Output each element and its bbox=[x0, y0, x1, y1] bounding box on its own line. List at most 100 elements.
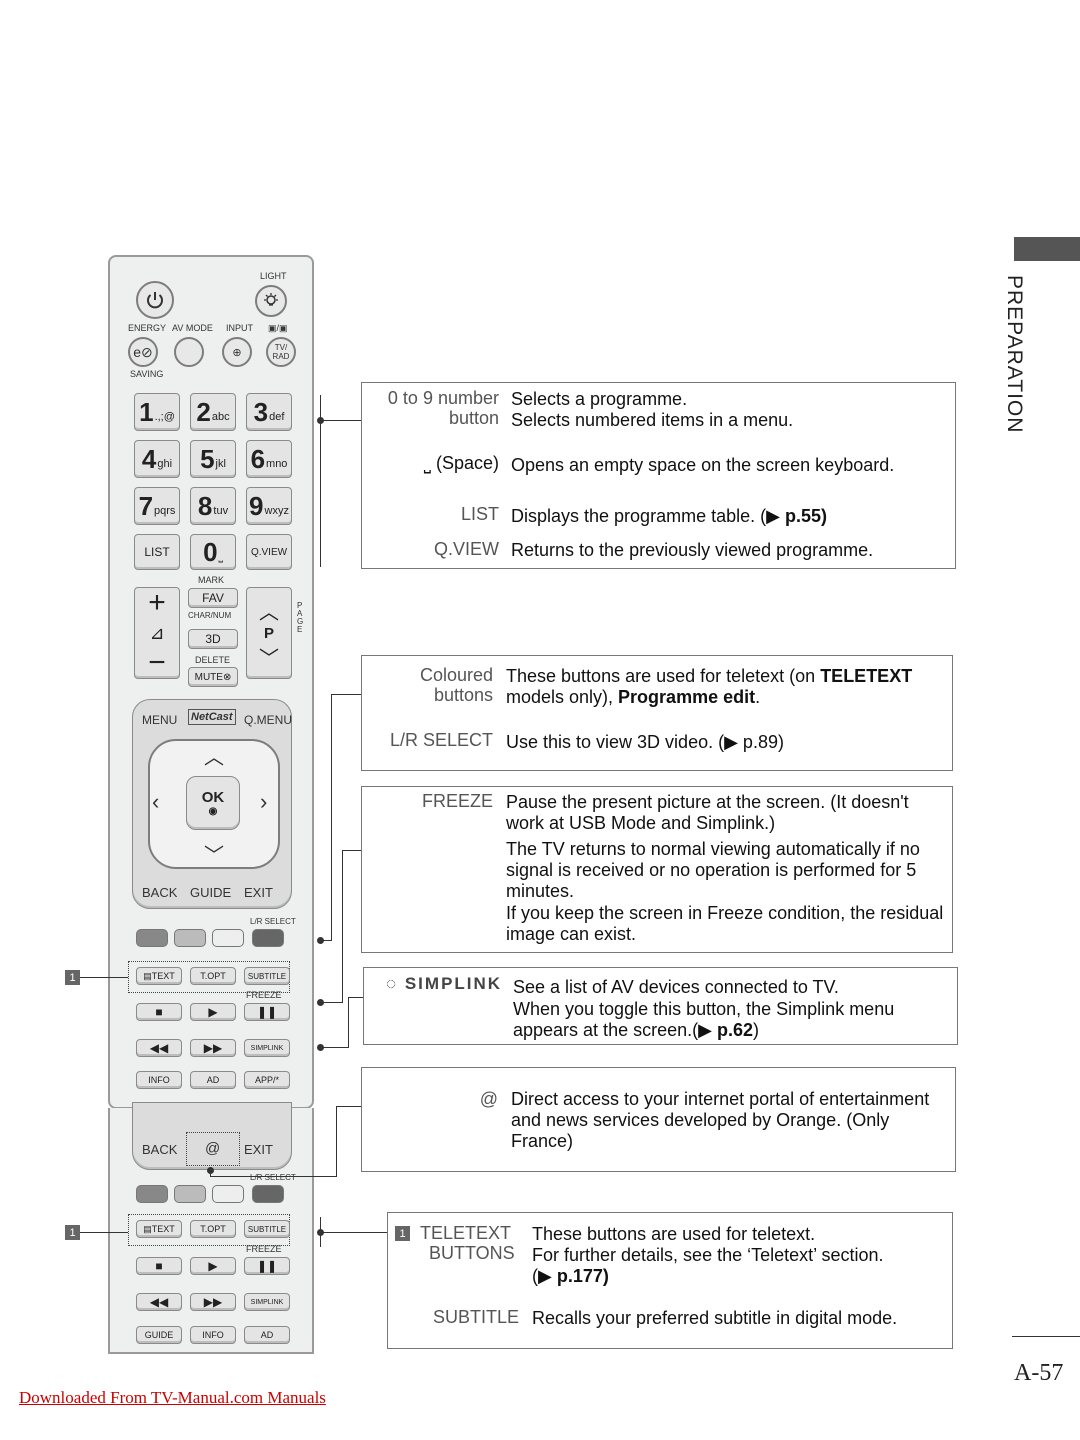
desc-qview: Returns to the previously viewed program… bbox=[511, 540, 874, 560]
arrow-down-icon[interactable]: ﹀ bbox=[204, 845, 224, 867]
ad-button-variant[interactable]: AD bbox=[244, 1326, 290, 1344]
info-button-variant[interactable]: INFO bbox=[190, 1326, 236, 1344]
connector-line bbox=[336, 1106, 362, 1107]
tv-rad-button[interactable]: TV/ RAD bbox=[266, 337, 296, 367]
space-icon: ⎵ bbox=[218, 550, 223, 563]
back-button-variant[interactable]: BACK bbox=[142, 1142, 178, 1157]
at-button[interactable]: @ bbox=[205, 1140, 221, 1157]
app-button[interactable]: APP/* bbox=[244, 1071, 290, 1089]
section-label: PREPARATION bbox=[1003, 275, 1026, 434]
stop-button[interactable]: ■ bbox=[136, 1003, 182, 1021]
play-button-variant[interactable]: ▶ bbox=[190, 1257, 236, 1275]
connector-line bbox=[320, 940, 332, 941]
term-list: LIST bbox=[460, 504, 499, 524]
connector-dot bbox=[317, 999, 324, 1006]
blue-button-variant[interactable] bbox=[252, 1185, 284, 1203]
green-button-variant[interactable] bbox=[174, 1185, 206, 1203]
play-button[interactable]: ▶ bbox=[190, 1003, 236, 1021]
callout-1-lower: 1 bbox=[65, 1225, 80, 1240]
pause-button-variant[interactable]: ❚❚ bbox=[244, 1257, 290, 1275]
mute-button[interactable]: MUTE⊗ bbox=[188, 667, 238, 687]
info-box-teletext bbox=[387, 1212, 953, 1349]
fast-forward-button-variant[interactable]: ▶▶ bbox=[190, 1293, 236, 1311]
topt-button-variant[interactable]: T.OPT bbox=[190, 1220, 236, 1238]
page-label: PAGE bbox=[297, 601, 304, 634]
connector-line bbox=[331, 694, 362, 695]
footer-rule bbox=[1012, 1336, 1080, 1337]
freeze-label: FREEZE bbox=[246, 990, 282, 1000]
netcast-button[interactable]: NetCast bbox=[188, 709, 236, 725]
freeze-label-variant: FREEZE bbox=[246, 1244, 282, 1254]
rewind-icon: ◀◀ bbox=[149, 1041, 169, 1055]
desc-teletext: These buttons are used for teletext.For … bbox=[532, 1224, 884, 1287]
menu-button[interactable]: MENU bbox=[142, 713, 178, 727]
key-1[interactable]: 1.,;@ bbox=[134, 393, 180, 431]
bulb-icon bbox=[264, 293, 278, 306]
leaf-icon: e⊘ bbox=[133, 343, 153, 360]
av-mode-button[interactable] bbox=[174, 337, 204, 367]
input-button[interactable]: ⊕ bbox=[222, 337, 252, 367]
yellow-button-variant[interactable] bbox=[212, 1185, 244, 1203]
green-button[interactable] bbox=[174, 929, 206, 947]
rewind-button[interactable]: ◀◀ bbox=[136, 1039, 182, 1057]
subtitle-button-variant[interactable]: SUBTITLE bbox=[244, 1220, 290, 1238]
source-link[interactable]: Downloaded From TV-Manual.com Manuals bbox=[19, 1388, 326, 1407]
exit-button[interactable]: EXIT bbox=[244, 885, 273, 900]
qview-button[interactable]: Q.VIEW bbox=[246, 534, 292, 570]
term-space: ⎵ (Space) bbox=[423, 453, 499, 473]
key-0-space[interactable]: 0⎵ bbox=[190, 534, 236, 570]
topt-button[interactable]: T.OPT bbox=[190, 967, 236, 985]
3d-button[interactable]: 3D bbox=[188, 629, 238, 649]
pause-button[interactable]: ❚❚ bbox=[244, 1003, 290, 1021]
power-button[interactable] bbox=[136, 281, 174, 319]
blue-button[interactable] bbox=[252, 929, 284, 947]
play-icon: ▶ bbox=[208, 1005, 218, 1019]
char-num-label: CHAR/NUM bbox=[188, 611, 232, 620]
arrow-up-icon[interactable]: ︿ bbox=[204, 747, 224, 769]
text-icon: ▤ bbox=[143, 970, 152, 981]
light-button[interactable] bbox=[255, 285, 287, 317]
energy-saving-button[interactable]: e⊘ bbox=[128, 337, 158, 367]
desc-list: Displays the programme table. (▶ p.55) bbox=[511, 506, 827, 526]
fav-button[interactable]: FAV bbox=[188, 588, 238, 608]
info-button[interactable]: INFO bbox=[136, 1071, 182, 1089]
stop-button-variant[interactable]: ■ bbox=[136, 1257, 182, 1275]
back-button[interactable]: BACK bbox=[142, 885, 178, 900]
input-label: INPUT bbox=[226, 323, 253, 333]
guide-button[interactable]: GUIDE bbox=[190, 885, 232, 900]
subtitle-button[interactable]: SUBTITLE bbox=[244, 967, 290, 985]
term-freeze: FREEZE bbox=[421, 791, 493, 811]
list-button[interactable]: LIST bbox=[134, 534, 180, 570]
yellow-button[interactable] bbox=[212, 929, 244, 947]
simplink-button-variant[interactable]: SIMPLINK bbox=[244, 1293, 290, 1311]
exit-button-variant[interactable]: EXIT bbox=[244, 1142, 273, 1157]
red-button-variant[interactable] bbox=[136, 1185, 168, 1203]
light-label: LIGHT bbox=[260, 271, 287, 281]
ok-button[interactable]: OK◉ bbox=[186, 776, 240, 830]
connector-line bbox=[210, 1176, 337, 1177]
volume-rocker[interactable]: +⊿− bbox=[134, 587, 180, 679]
simplink-button[interactable]: SIMPLINK bbox=[244, 1039, 290, 1057]
guide-button-variant[interactable]: GUIDE bbox=[136, 1326, 182, 1344]
text-button-variant[interactable]: ▤TEXT bbox=[136, 1220, 182, 1238]
qmenu-button[interactable]: Q.MENU bbox=[244, 713, 292, 727]
arrow-right-icon: ▶ bbox=[766, 506, 780, 526]
rewind-button-variant[interactable]: ◀◀ bbox=[136, 1293, 182, 1311]
red-button[interactable] bbox=[136, 929, 168, 947]
ad-button[interactable]: AD bbox=[190, 1071, 236, 1089]
fast-forward-button[interactable]: ▶▶ bbox=[190, 1039, 236, 1057]
arrow-right-icon[interactable]: › bbox=[260, 789, 268, 814]
program-rocker[interactable]: ︿P﹀ bbox=[246, 587, 292, 679]
stop-icon: ■ bbox=[155, 1005, 163, 1019]
arrow-left-icon[interactable]: ‹ bbox=[152, 789, 160, 814]
text-button[interactable]: ▤TEXT bbox=[136, 967, 182, 985]
volume-icon: ⊿ bbox=[149, 623, 165, 643]
